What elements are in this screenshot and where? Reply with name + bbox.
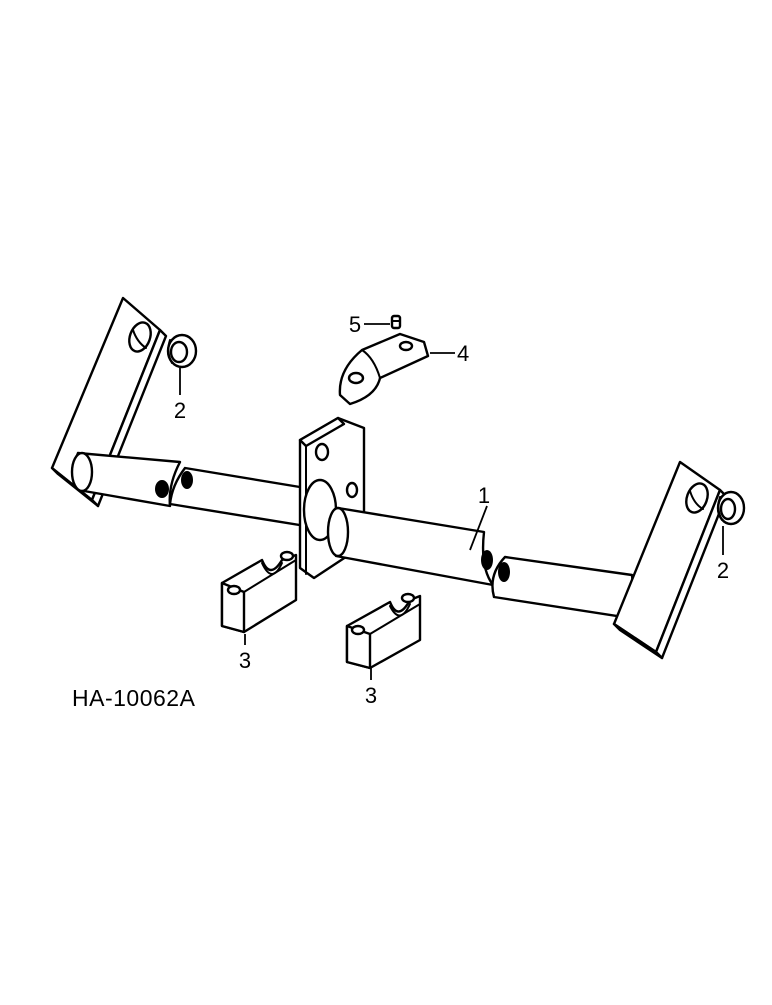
drawing-code: HA-10062A xyxy=(72,685,196,711)
callout-4: 4 xyxy=(457,341,469,366)
right-arm-plate xyxy=(612,460,728,660)
callout-5: 5 xyxy=(349,312,361,337)
grease-fitting xyxy=(390,314,402,330)
left-shaft-stub xyxy=(70,451,182,508)
right-outer-shaft-segment xyxy=(491,555,638,621)
bearing-cap-left xyxy=(220,550,298,634)
right-shaft-segment xyxy=(326,506,495,587)
callout-2-left: 2 xyxy=(174,398,186,423)
bushing-left xyxy=(166,333,198,369)
leader-lines xyxy=(179,323,724,680)
callout-3-right: 3 xyxy=(365,683,377,708)
middle-shaft-segment xyxy=(168,466,320,530)
clamp-bracket xyxy=(338,332,430,406)
bushing-right xyxy=(716,490,746,526)
callout-3-left: 3 xyxy=(239,648,251,673)
cross-shaft-assembly xyxy=(50,296,728,660)
callout-labels: 1 2 2 3 3 4 5 xyxy=(174,312,729,708)
leader-1 xyxy=(469,505,488,551)
bearing-cap-right xyxy=(345,592,422,670)
callout-1: 1 xyxy=(478,483,490,508)
callout-2-right: 2 xyxy=(717,558,729,583)
